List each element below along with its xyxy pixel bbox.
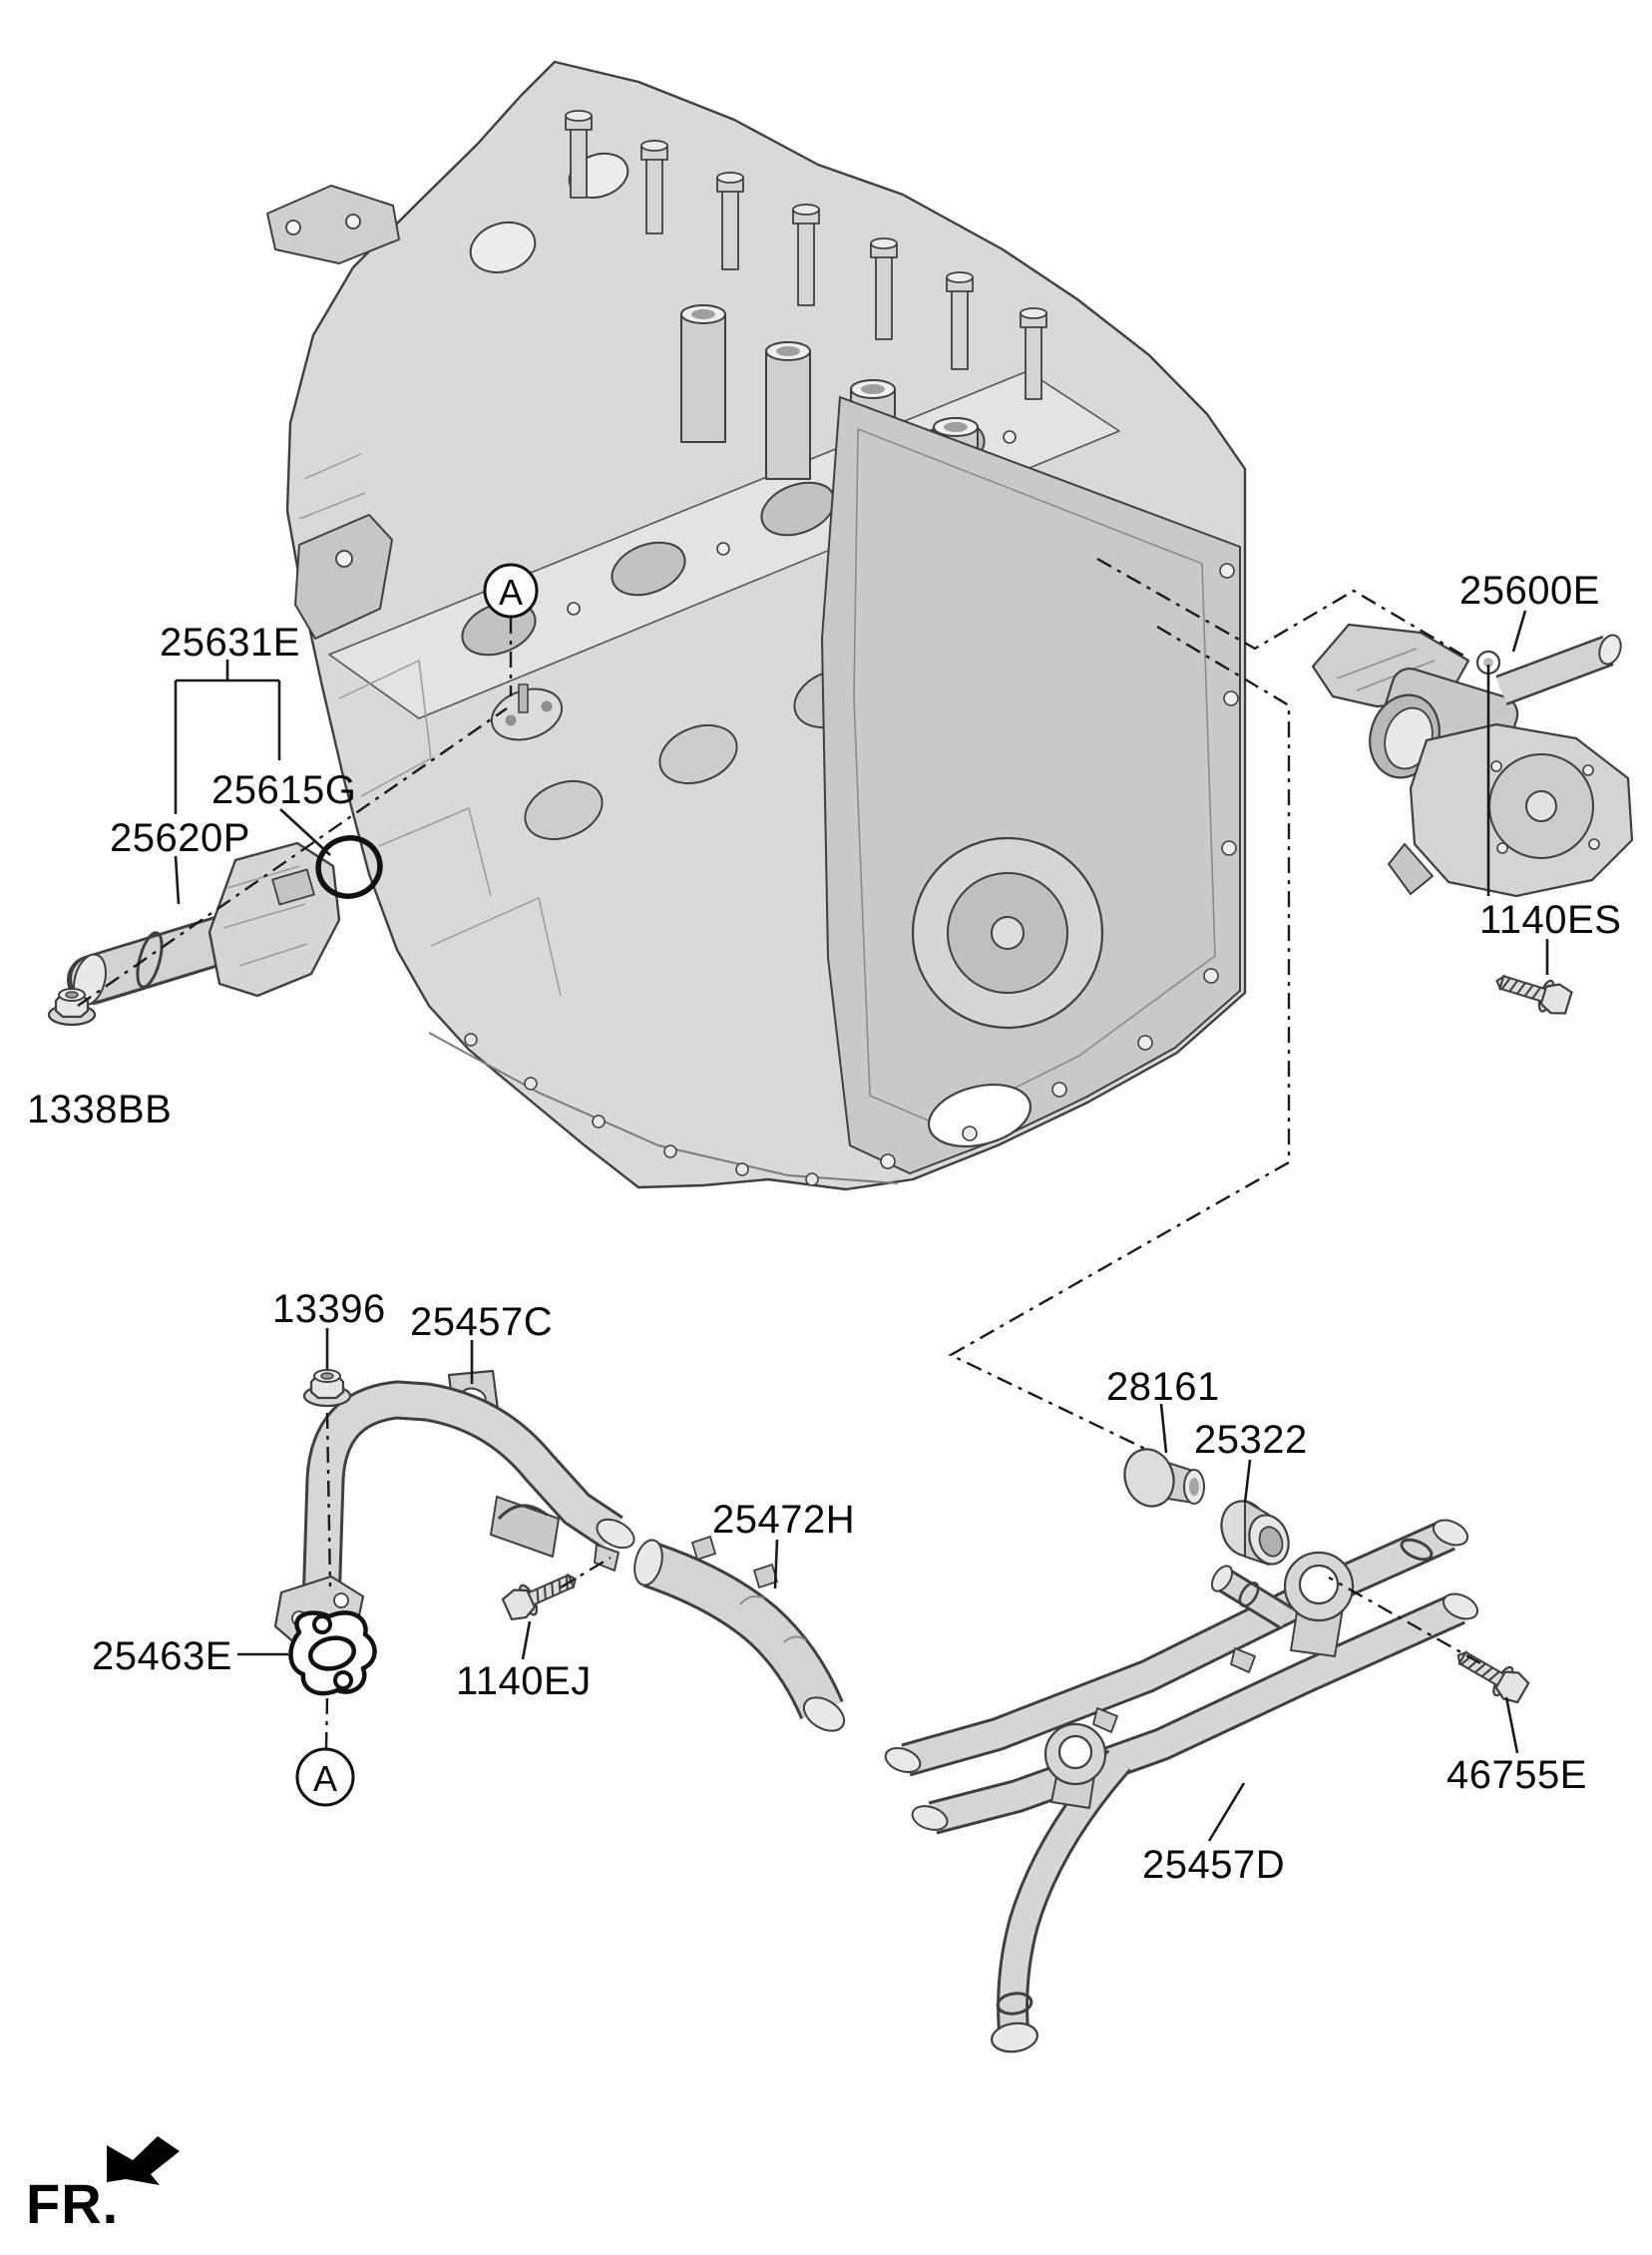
- engine-block-illustration: [266, 60, 1247, 1191]
- detail-marker-circles: [295, 563, 539, 1807]
- coolant-hose-illustration: [633, 1535, 846, 1732]
- leader-lines: [174, 610, 1549, 1842]
- bolt-1140ES-illustration: [1490, 964, 1575, 1020]
- part-label-25631E: 25631E: [160, 621, 300, 665]
- water-pump-illustration: [1311, 623, 1634, 898]
- reference-dash-lines: [77, 557, 1481, 1749]
- part-label-1140EJ: 1140EJ: [456, 1659, 592, 1703]
- part-label-25457D: 25457D: [1142, 1843, 1286, 1887]
- front-direction-label: FR.: [26, 2172, 120, 2235]
- part-label-25615G: 25615G: [211, 768, 357, 812]
- seal-ring-illustration: [1220, 1500, 1290, 1566]
- part-label-1140ES: 1140ES: [1479, 898, 1622, 942]
- bolt-46755E-illustration: [1448, 1640, 1532, 1708]
- part-label-25322: 25322: [1194, 1418, 1308, 1462]
- coolant-pipe-c-illustration: [273, 1368, 635, 1696]
- o-ring-illustration: [315, 835, 383, 899]
- detail-marker-a-engine: A: [498, 572, 523, 613]
- part-label-25620P: 25620P: [110, 816, 250, 860]
- part-label-28161: 28161: [1106, 1365, 1220, 1409]
- gasket-illustration: [288, 1610, 377, 1696]
- detail-marker-a-gasket: A: [312, 1758, 337, 1799]
- grommet-illustration: [1123, 1448, 1205, 1508]
- fr-direction-arrow: [107, 2136, 180, 2185]
- part-label-25600E: 25600E: [1459, 569, 1600, 613]
- part-label-13396: 13396: [272, 1287, 386, 1331]
- part-label-1338BB: 1338BB: [27, 1088, 173, 1131]
- part-label-46755E: 46755E: [1446, 1753, 1587, 1797]
- part-label-25463E: 25463E: [92, 1634, 232, 1678]
- coolant-inlet-fitting-illustration: [47, 835, 383, 1027]
- coolant-pipe-assembly-illustration: [884, 1448, 1479, 2053]
- part-label-25457C: 25457C: [410, 1300, 554, 1344]
- part-label-25472H: 25472H: [712, 1498, 856, 1542]
- bolt-1140EJ-illustration: [499, 1563, 584, 1625]
